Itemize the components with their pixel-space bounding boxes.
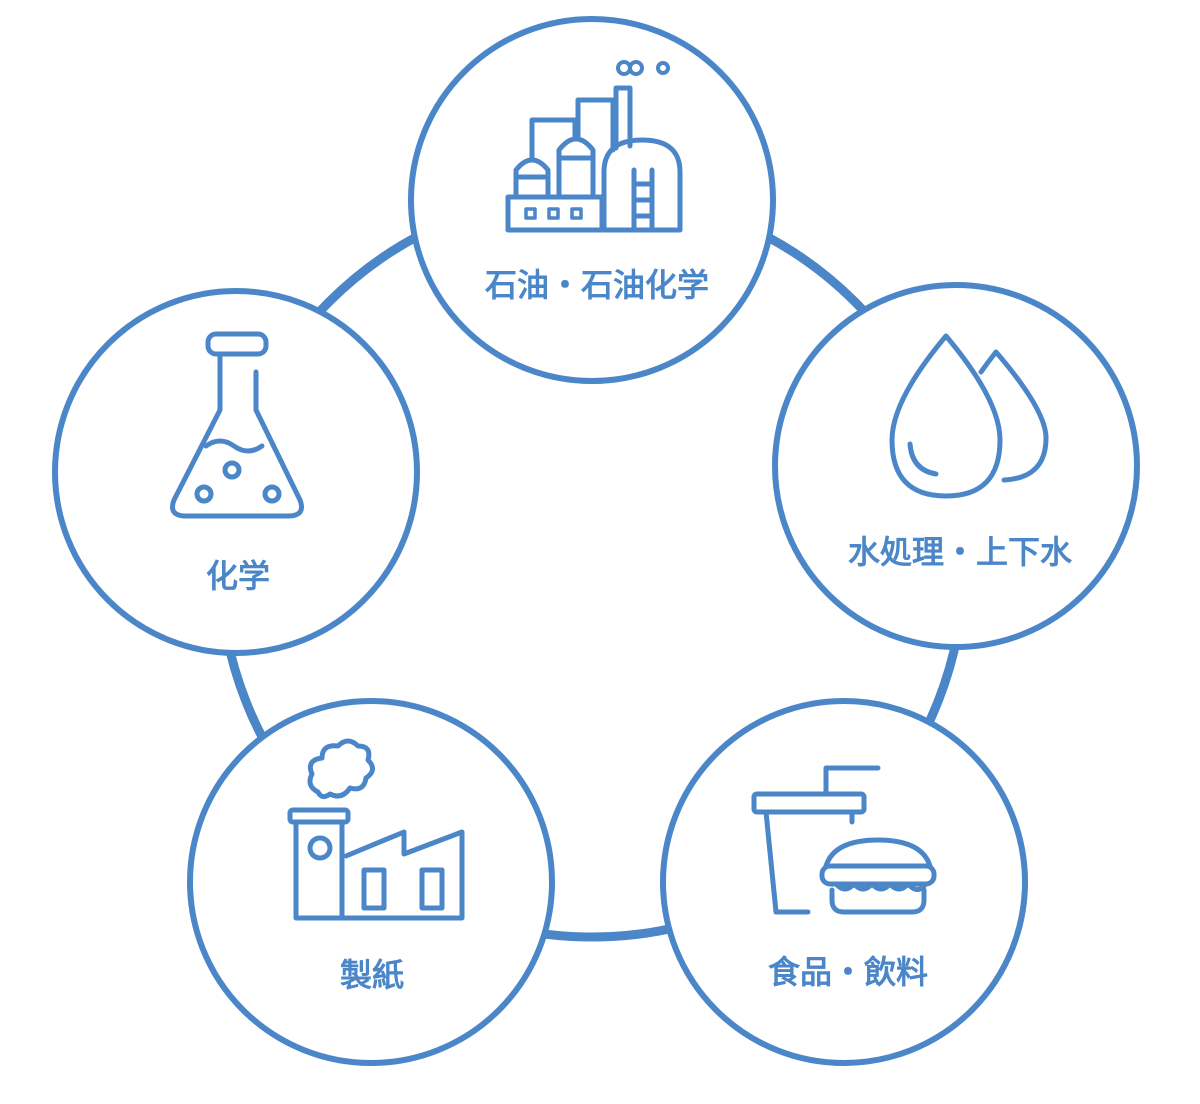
node-paper: 製紙 bbox=[187, 698, 555, 1066]
node-water-label: 水処理・上下水 bbox=[848, 533, 1073, 571]
node-chem: 化学 bbox=[52, 288, 420, 656]
node-petro-circle bbox=[408, 16, 776, 384]
node-chem-label: 化学 bbox=[206, 557, 270, 595]
paper-factory-icon bbox=[287, 738, 465, 921]
drink-burger-icon bbox=[751, 765, 937, 915]
node-chem-circle bbox=[52, 288, 420, 656]
water-drops-icon bbox=[889, 333, 1049, 499]
node-paper-circle bbox=[187, 698, 555, 1066]
node-water-circle bbox=[772, 282, 1140, 650]
node-food: 食品・飲料 bbox=[660, 698, 1028, 1066]
node-petro: 石油・石油化学 bbox=[408, 16, 776, 384]
refinery-icon bbox=[505, 60, 683, 233]
flask-icon bbox=[170, 331, 304, 519]
node-paper-label: 製紙 bbox=[340, 956, 404, 994]
node-food-label: 食品・飲料 bbox=[768, 953, 928, 991]
node-water: 水処理・上下水 bbox=[772, 282, 1140, 650]
node-petro-label: 石油・石油化学 bbox=[484, 266, 709, 304]
